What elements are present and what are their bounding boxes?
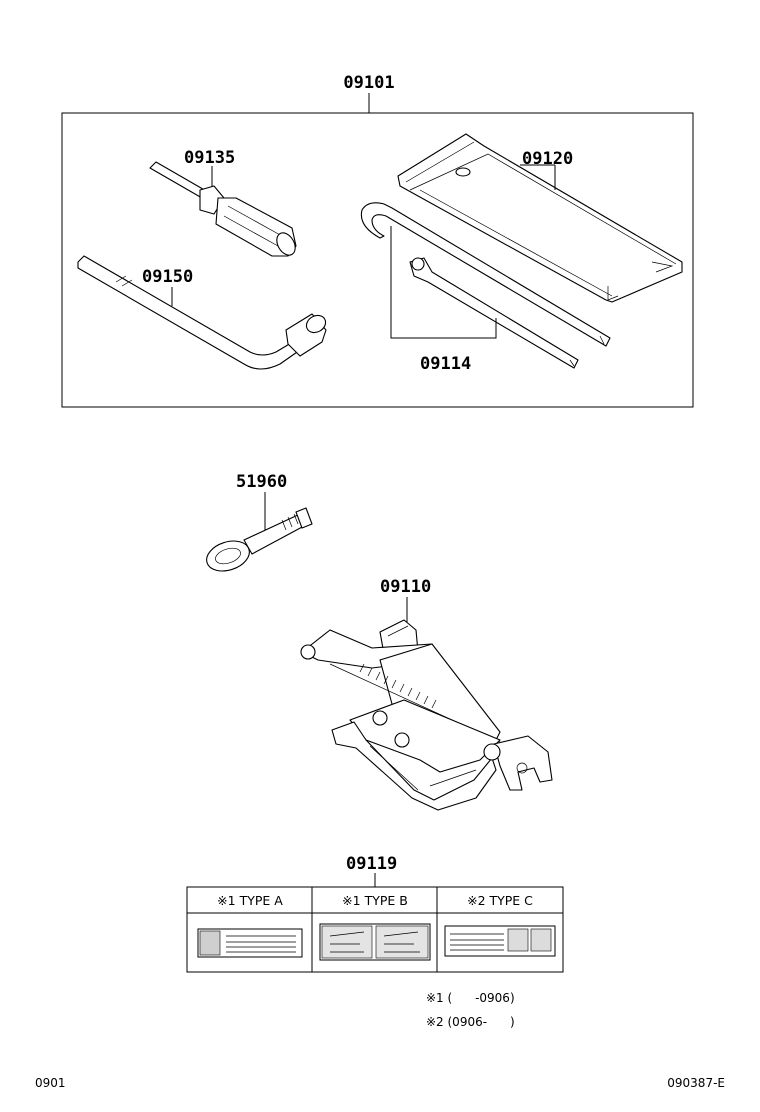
label-type-a-image <box>197 928 303 958</box>
footer-left-code: 0901 <box>35 1076 66 1090</box>
label-table-frame <box>186 886 564 973</box>
label-header-type-b: ※1 TYPE B <box>342 893 408 908</box>
label-type-b-image <box>319 923 431 961</box>
part-number-wheel-wrench: 09150 <box>142 267 193 287</box>
kit-frame <box>61 112 694 408</box>
scissor-jack-drawing <box>300 619 553 811</box>
part-number-kit: 09101 <box>343 73 394 93</box>
screwdriver-drawing <box>149 161 297 257</box>
wheel-wrench-drawing <box>77 255 327 370</box>
part-number-label: 09119 <box>346 854 397 874</box>
label-table: ※1 TYPE A ※1 TYPE B ※2 TYPE C <box>186 886 564 973</box>
part-number-jack: 09110 <box>380 577 431 597</box>
footer-right-code: 090387-E <box>667 1076 725 1090</box>
leader-jack-handle <box>390 226 497 339</box>
part-number-jack-handle: 09114 <box>420 354 471 374</box>
part-number-screwdriver: 09135 <box>184 148 235 168</box>
note-type-1: ※1 ( -0906) <box>426 991 515 1005</box>
label-header-type-a: ※1 TYPE A <box>217 893 283 908</box>
part-number-towing-eye: 51960 <box>236 472 287 492</box>
label-type-c-image <box>444 925 556 957</box>
towing-eye-drawing <box>206 507 313 572</box>
tool-bag-drawing <box>397 133 683 303</box>
label-header-type-c: ※2 TYPE C <box>467 893 533 908</box>
note-type-2: ※2 (0906- ) <box>426 1015 515 1029</box>
part-number-tool-bag: 09120 <box>522 149 573 169</box>
jack-handle-drawing <box>360 202 611 369</box>
